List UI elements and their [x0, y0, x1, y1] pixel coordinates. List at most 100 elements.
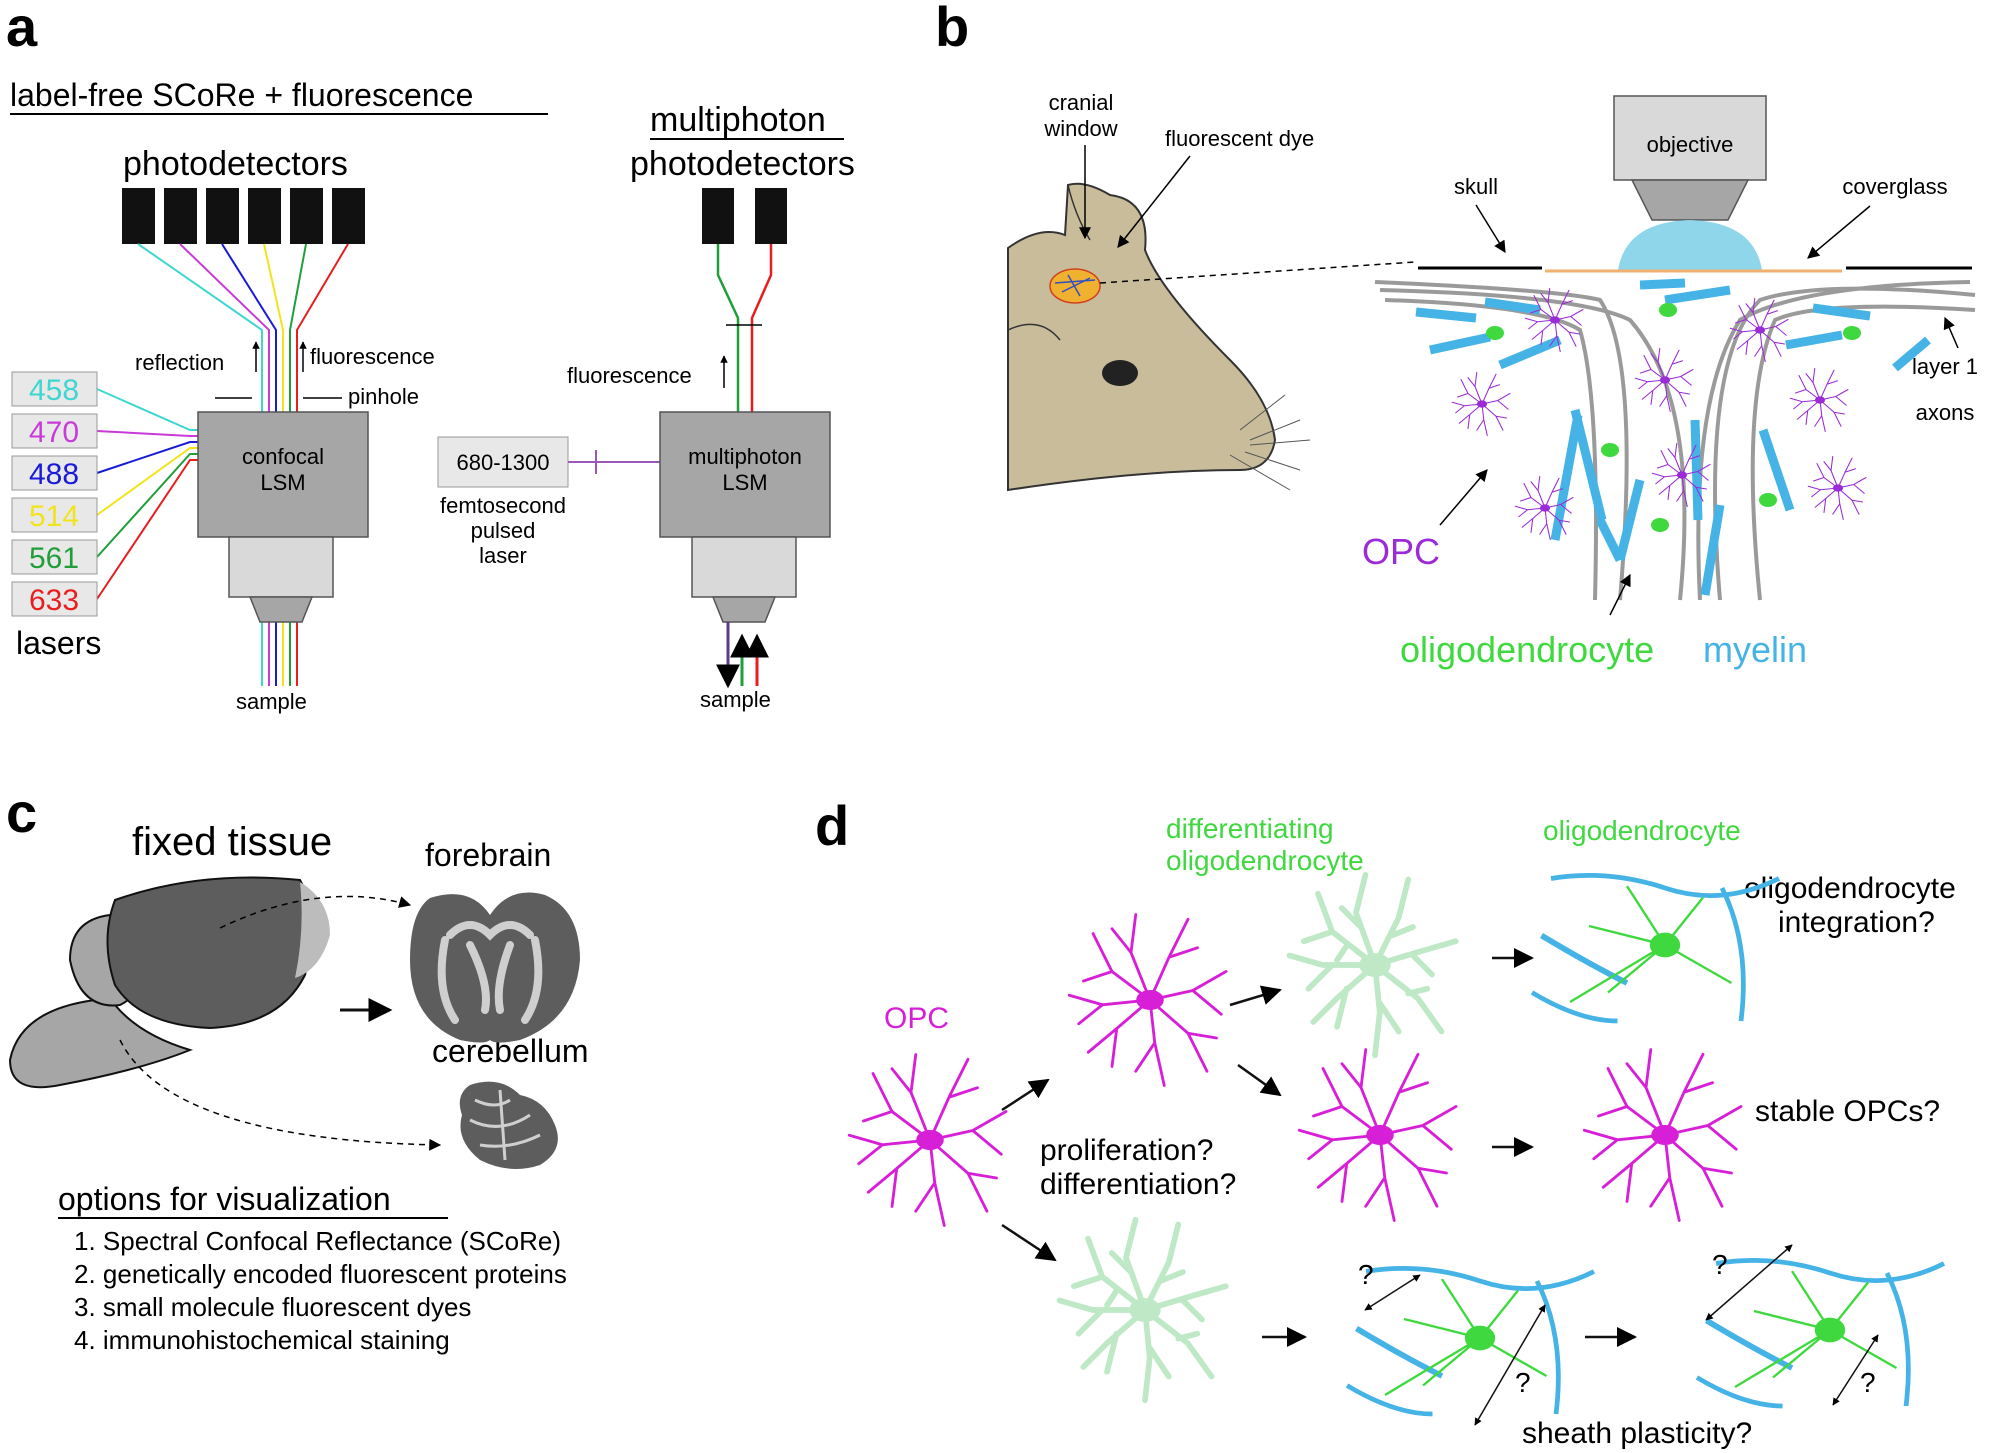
panel-c: c fixed tissue forebrain cerebellum opti…	[6, 781, 589, 1355]
mp-lsm-line2: LSM	[722, 470, 767, 495]
laser-line-633	[96, 459, 198, 600]
confocal-label: confocal	[242, 444, 324, 469]
question-1: ?	[1358, 1259, 1374, 1290]
oligodendrocyte-label-b: oligodendrocyte	[1400, 629, 1654, 670]
diff-cell-top	[1290, 875, 1456, 1056]
detection-beam-633	[296, 243, 349, 412]
photodetector-4	[248, 188, 281, 244]
mp-detector-2	[755, 188, 787, 244]
sheath-plasticity-label: sheath plasticity?	[1522, 1417, 1752, 1450]
question-3: ?	[1712, 1249, 1728, 1280]
panel-letter-a: a	[6, 0, 38, 58]
question-4: ?	[1860, 1367, 1876, 1398]
opc-cell-mid	[1297, 1048, 1458, 1222]
axons-arrow	[1943, 316, 1959, 349]
flow-arrows	[1001, 948, 1637, 1347]
objective-nose	[1630, 179, 1750, 221]
laser-line-470	[96, 430, 198, 437]
photodetector-5	[290, 188, 323, 244]
beam-paths	[96, 243, 349, 686]
zoom-line	[1099, 261, 1416, 284]
forebrain-dashed-arrow	[219, 895, 412, 929]
mp-photodetectors-label: photodetectors	[630, 145, 855, 183]
cerebrum	[106, 876, 313, 1030]
opc-label-d: OPC	[884, 1002, 949, 1035]
skull-arrow	[1475, 204, 1506, 254]
objective-label: objective	[1647, 132, 1734, 157]
panel-a: a label-free SCoRe + fluorescence photod…	[6, 0, 855, 714]
laser-wavelength-470: 470	[29, 416, 79, 449]
mp-fluorescence-label: fluorescence	[567, 363, 692, 388]
oligo-cell-top	[1532, 875, 1779, 1021]
diff-label-2: oligodendrocyte	[1166, 845, 1364, 876]
photodetector-array	[122, 188, 365, 244]
sample-left-label: sample	[236, 689, 307, 714]
panel-b: b cranial window fluorescent dye objecti…	[935, 0, 1978, 670]
photodetector-6	[332, 188, 365, 244]
confocal-lsm-box	[197, 411, 369, 538]
myelin-segments	[1415, 278, 1931, 596]
reflection-label: reflection	[135, 350, 224, 375]
cranial-label: cranial	[1049, 90, 1114, 115]
mouse-eye	[1102, 360, 1138, 386]
window-label: window	[1043, 116, 1117, 141]
plasticity-arrows	[1364, 1244, 1879, 1426]
laser-box-458	[11, 371, 98, 407]
brainstem	[8, 998, 194, 1089]
detection-beam-514	[263, 243, 284, 412]
option-3: 3. small molecule fluorescent dyes	[74, 1292, 471, 1322]
objective-box	[1613, 95, 1767, 181]
photodetector-3	[206, 188, 239, 244]
opc-cell-start	[847, 1053, 1008, 1227]
dye-arrow	[1117, 155, 1191, 248]
detection-beam-561	[289, 243, 307, 412]
mouse-cheek	[1007, 323, 1061, 341]
lsm-label: LSM	[260, 470, 305, 495]
oligo-cell-end	[1697, 1260, 1944, 1406]
panel-letter-d: d	[815, 794, 849, 857]
myelin-label-b: myelin	[1703, 629, 1807, 670]
integration-line2: integration?	[1778, 906, 1935, 939]
axons-label: axons	[1916, 400, 1975, 425]
oligodendrocytes-b	[1486, 303, 1861, 532]
objective-body-right	[691, 536, 797, 598]
option-2: 2. genetically encoded fluorescent prote…	[74, 1259, 567, 1289]
mp-detector-1	[702, 188, 734, 244]
fs-line1: femtosecond	[440, 493, 566, 518]
multiphoton-title: multiphoton	[650, 101, 826, 139]
laser-line-458	[96, 388, 198, 431]
lasers-label: lasers	[16, 625, 101, 661]
mp-red-beam	[750, 244, 773, 412]
photodetectors-label: photodetectors	[123, 145, 348, 183]
opc-arrow-b	[1439, 469, 1488, 526]
option-4: 4. immunohistochemical staining	[74, 1325, 450, 1355]
dye-label: fluorescent dye	[1165, 126, 1314, 151]
fluorescence-label: fluorescence	[310, 344, 435, 369]
laser-line-514	[96, 447, 198, 516]
laser-wavelength-458: 458	[29, 374, 79, 407]
forebrain-label: forebrain	[425, 837, 551, 873]
objective-body-left	[228, 536, 334, 598]
brain-cap	[295, 882, 330, 978]
differentiation-label: differentiation?	[1040, 1168, 1236, 1201]
laser-wavelength-633: 633	[29, 584, 79, 617]
laser-line-488	[96, 441, 198, 474]
laser-line-561	[96, 453, 198, 558]
laser-wavelength-488: 488	[29, 458, 79, 491]
oligo-arrow-b	[1609, 573, 1631, 616]
stable-opcs-label: stable OPCs?	[1755, 1095, 1940, 1128]
coverglass-arrow	[1807, 205, 1871, 259]
laser-box-488	[11, 455, 98, 491]
cerebellum-dashed-arrow	[119, 1039, 442, 1151]
multiphoton-lsm-box	[659, 411, 831, 538]
oligo-label-d: oligodendrocyte	[1543, 815, 1741, 846]
detection-beam-488	[221, 243, 277, 412]
diff-label-1: differentiating	[1166, 813, 1334, 844]
immersion-water	[1618, 220, 1762, 270]
photodetector-2	[164, 188, 197, 244]
photodetector-1	[122, 188, 155, 244]
forebrain-section	[410, 892, 580, 1043]
question-2: ?	[1515, 1367, 1531, 1398]
integration-line1: oligodendrocyte	[1744, 872, 1956, 905]
